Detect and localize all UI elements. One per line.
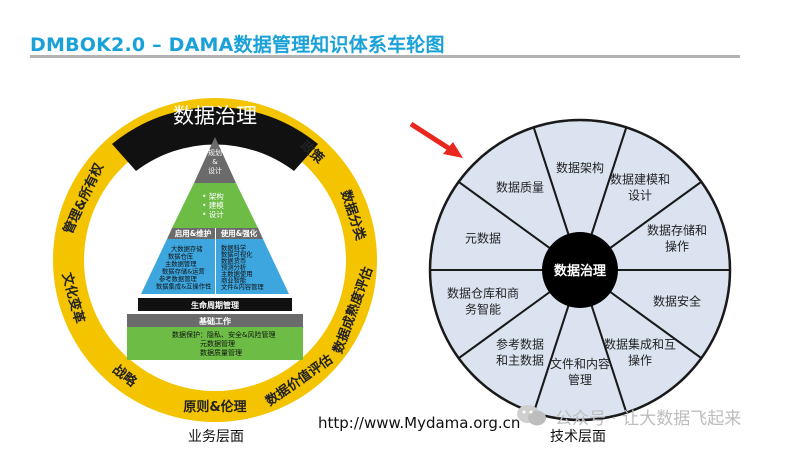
segment-label: 数据集成和互操作 (604, 337, 676, 368)
segment-label: 参考数据和主数据 (496, 337, 544, 368)
enable-item: 参考数据管理 (159, 274, 197, 283)
use-item: 数据可视化 (221, 250, 253, 259)
foundation-label: 基础工作 (198, 316, 231, 326)
pyramid-enable-header (167, 228, 215, 239)
design-item: • 建模 (202, 200, 224, 210)
foundation-header (127, 314, 303, 327)
segment-label: 数据质量 (496, 179, 544, 194)
use-item: 文件&内容管理 (221, 282, 264, 291)
foundation-item: 数据质量管理 (200, 348, 242, 357)
segment-label: 数据仓库和商务智能 (447, 286, 519, 317)
enable-header-label: 启用&维护 (175, 228, 212, 238)
segment-label: 元数据 (465, 230, 501, 245)
use-item: 数据货币 (221, 256, 246, 265)
enable-item: 主数据管理 (165, 259, 197, 268)
use-item: 数据科学 (221, 243, 246, 252)
foundation-item: 数据保护：隐私、安全&风险管理 (172, 330, 275, 339)
knowledge-pyramid: 规划&设计 • 架构• 建模• 设计 启用&维护 使用&强化 大数据存储数据仓库… (127, 137, 303, 360)
technical-wheel: 数据治理 数据架构数据建模和设计数据存储和操作数据安全数据集成和互操作文件和内容… (428, 118, 732, 422)
segment-label: 数据存储和操作 (647, 222, 707, 253)
pointer-arrow (409, 121, 463, 158)
use-item: 预测分析 (221, 263, 247, 272)
technical-caption: 技术层面 (550, 429, 606, 445)
pyramid-top (194, 137, 236, 183)
foundation-item: 元数据管理 (200, 339, 235, 348)
pyramid-top-label: 规划&设计 (208, 148, 222, 175)
segment-label: 数据安全 (653, 294, 701, 309)
watermark: 公众号 · 让大数据飞起来 (555, 409, 742, 429)
business-caption: 业务层面 (188, 429, 244, 445)
design-item: • 设计 (202, 209, 224, 219)
design-item: • 架构 (202, 191, 224, 201)
enable-item: 数据存储&运营 (162, 267, 205, 276)
enable-item: 大数据存储 (171, 244, 203, 253)
ring-label: 原则&伦理 (183, 399, 246, 415)
use-item: 主数据使用 (221, 269, 252, 278)
lifecycle-bar (138, 298, 292, 311)
pyramid-use-tier (216, 239, 289, 294)
pyramid-use-header (216, 228, 263, 239)
page-title: DMBOK2.0 – DAMA数据管理知识体系车轮图 (30, 34, 445, 56)
pyramid-design-tier (172, 183, 258, 228)
business-wheel: 数据治理 政策数据分类数据成熟度评估数据价值评估原则&伦理战略文化变革管理&所有… (53, 98, 377, 422)
use-item: 商业智能 (221, 276, 247, 285)
governance-hub (542, 232, 618, 308)
governance-band-label: 数据治理 (173, 104, 257, 128)
pyramid-enable-tier (141, 239, 215, 294)
title-divider (30, 55, 740, 58)
foundation-tier (127, 327, 303, 360)
lifecycle-label: 生命周期管理 (191, 300, 239, 310)
segment-label: 数据建模和设计 (610, 171, 670, 202)
segment-label: 数据架构 (556, 160, 604, 175)
wheel-rim (428, 118, 732, 422)
enable-item: 数据集成&互操作性 (156, 282, 211, 291)
source-url[interactable]: http://www.Mydama.org.cn (318, 414, 521, 432)
wechat-icon (517, 405, 546, 426)
governance-hub-label: 数据治理 (554, 263, 606, 279)
segment-label: 文件和内容管理 (550, 356, 610, 387)
use-header-label: 使用&强化 (220, 228, 258, 238)
enable-item: 数据仓库 (168, 252, 193, 261)
